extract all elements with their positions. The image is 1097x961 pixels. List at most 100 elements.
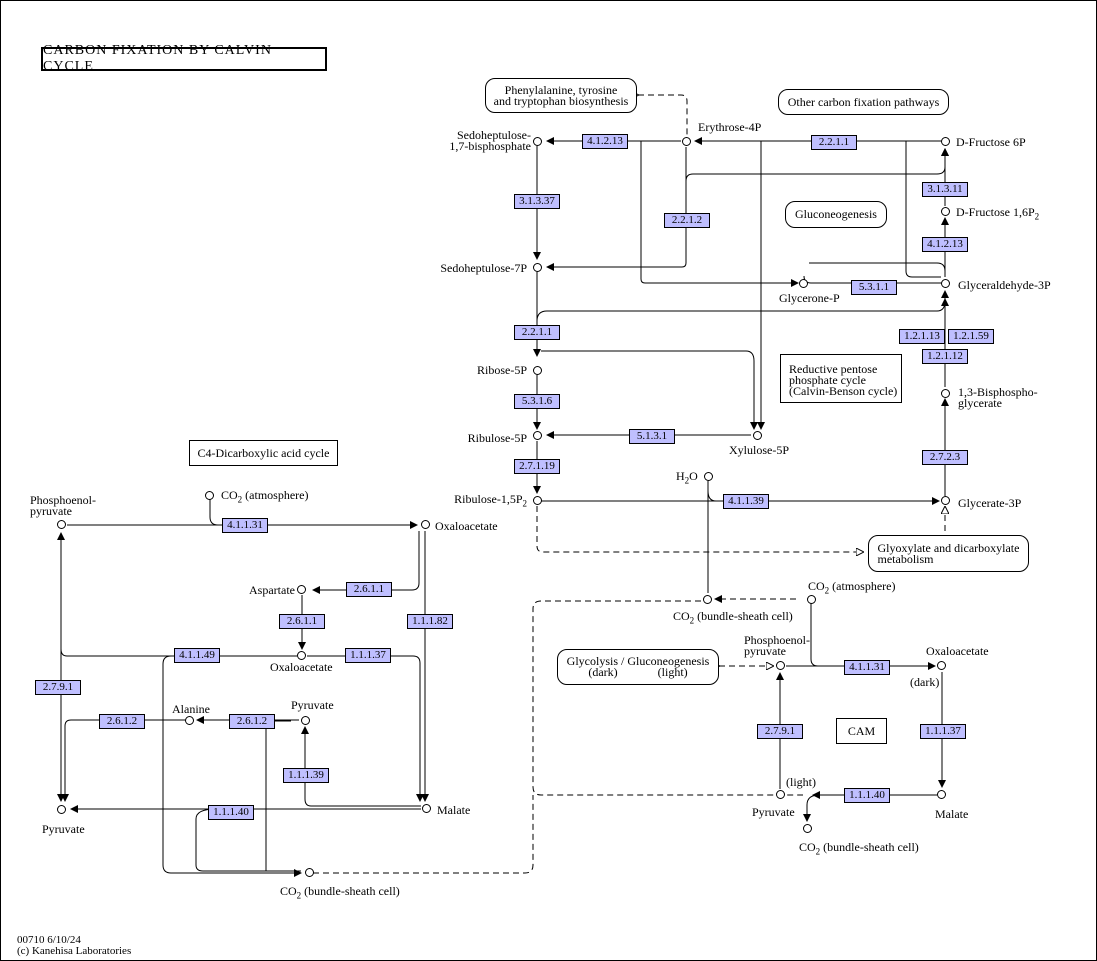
pathway-gluconeogenesis[interactable]: Gluconeogenesis	[785, 201, 887, 228]
label-sedoheptulose-7p: Sedoheptulose-7P	[440, 261, 527, 275]
label-pep-left-line1: Phosphoenol-	[30, 493, 96, 507]
enzyme-1.1.1.40[interactable]: 1.1.1.40	[208, 805, 254, 820]
label-malate-left: Malate	[437, 803, 471, 817]
label-co2-bundle-mid: CO2 (bundle-sheath cell)	[673, 609, 793, 626]
compound-aspartate[interactable]	[297, 585, 306, 594]
compound-oxaloacetate-left[interactable]	[421, 520, 430, 529]
enzyme-4.1.1.31-b[interactable]: 4.1.1.31	[844, 660, 890, 675]
label-pyruvate-left: Pyruvate	[42, 822, 85, 836]
compound-ribulose-15p2[interactable]	[533, 496, 542, 505]
pathway-glyoxylate-line2: metabolism	[877, 551, 934, 566]
enzyme-3.1.3.11[interactable]: 3.1.3.11	[922, 182, 968, 197]
enzyme-1.1.1.82[interactable]: 1.1.1.82	[407, 614, 453, 629]
label-pep-right-line2: pyruvate	[744, 644, 786, 658]
compound-co2-atm-left[interactable]	[205, 491, 214, 500]
enzyme-2.2.1.2[interactable]: 2.2.1.2	[664, 213, 710, 228]
enzyme-1.2.1.13[interactable]: 1.2.1.13	[899, 329, 945, 344]
compound-glyceraldehyde-3p[interactable]	[941, 279, 950, 288]
compound-ribulose-5p[interactable]	[533, 431, 542, 440]
enzyme-4.1.1.31[interactable]: 4.1.1.31	[222, 518, 268, 533]
enzyme-2.7.9.1-b[interactable]: 2.7.9.1	[757, 724, 803, 739]
compound-glycerone-p[interactable]	[799, 279, 808, 288]
enzyme-4.1.2.13-b[interactable]: 4.1.2.13	[922, 237, 968, 252]
enzyme-4.1.2.13[interactable]: 4.1.2.13	[582, 134, 628, 149]
pathway-reductive-line1: Reductive pentose	[789, 362, 878, 376]
compound-erythrose-4p[interactable]	[682, 137, 691, 146]
label-pep-left: Phosphoenol- pyruvate	[30, 493, 96, 517]
enzyme-4.1.1.39[interactable]: 4.1.1.39	[723, 494, 769, 509]
label-fructose-6p: D-Fructose 6P	[956, 135, 1026, 149]
compound-pyruvate-right[interactable]	[776, 790, 785, 799]
compound-pep-left[interactable]	[57, 520, 66, 529]
label-dark: (dark)	[910, 675, 940, 689]
compound-alanine[interactable]	[185, 716, 194, 725]
enzyme-2.7.9.1[interactable]: 2.7.9.1	[35, 680, 81, 695]
footer: 00710 6/10/24 (c) Kanehisa Laboratories	[17, 935, 131, 957]
compound-malate-left[interactable]	[422, 804, 431, 813]
compound-oxaloacetate-mid[interactable]	[297, 651, 306, 660]
enzyme-2.7.1.19[interactable]: 2.7.1.19	[514, 459, 560, 474]
footer-line1: 00710 6/10/24	[17, 934, 81, 946]
enzyme-2.6.1.2-b[interactable]: 2.6.1.2	[229, 714, 275, 729]
enzyme-2.6.1.1[interactable]: 2.6.1.1	[346, 582, 392, 597]
compound-malate-right[interactable]	[937, 790, 946, 799]
enzyme-2.6.1.2[interactable]: 2.6.1.2	[99, 714, 145, 729]
label-h2o-sub: 2	[684, 475, 690, 486]
compound-fructose-16p2[interactable]	[941, 207, 950, 216]
pathway-reductive-pentose[interactable]: Reductive pentose phosphate cycle (Calvi…	[780, 354, 902, 403]
enzyme-2.2.1.1[interactable]: 2.2.1.1	[811, 135, 857, 150]
map-title: CARBON FIXATION BY CALVIN CYCLE	[41, 43, 327, 74]
label-malate-right: Malate	[935, 807, 969, 821]
compound-co2-bundle-right[interactable]	[803, 824, 812, 833]
compound-co2-bundle-mid[interactable]	[703, 595, 712, 604]
label-pyruvate-right: Pyruvate	[752, 805, 795, 819]
enzyme-5.1.3.1[interactable]: 5.1.3.1	[629, 429, 675, 444]
label-co2-bundle-left-sub: 2	[296, 890, 302, 901]
compound-pyruvate-left[interactable]	[57, 805, 66, 814]
compound-co2-atm-right[interactable]	[807, 595, 816, 604]
label-xylulose-5p: Xylulose-5P	[729, 443, 789, 457]
label-ribulose-sub: 2	[522, 498, 528, 509]
compound-co2-bundle-left[interactable]	[305, 868, 314, 877]
compound-pyruvate-mid[interactable]	[301, 716, 310, 725]
enzyme-3.1.3.37[interactable]: 3.1.3.37	[514, 194, 560, 209]
compound-sedoheptulose-bp[interactable]	[533, 137, 542, 146]
enzyme-2.6.1.1-b[interactable]: 2.6.1.1	[279, 614, 325, 629]
label-fructose-16p2: D-Fructose 1,6P2	[956, 206, 1040, 222]
compound-pep-right[interactable]	[776, 661, 785, 670]
enzyme-1.1.1.40-b[interactable]: 1.1.1.40	[844, 788, 890, 803]
enzyme-2.7.2.3[interactable]: 2.7.2.3	[922, 450, 968, 465]
label-ribose-5p: Ribose-5P	[476, 363, 527, 377]
enzyme-1.1.1.39[interactable]: 1.1.1.39	[283, 768, 329, 783]
compound-ribose-5p[interactable]	[533, 366, 542, 375]
compound-glycerate-3p[interactable]	[941, 496, 950, 505]
pathway-other-carbon-fixation[interactable]: Other carbon fixation pathways	[778, 89, 949, 115]
label-pyruvate-mid: Pyruvate	[291, 698, 334, 712]
compound-h2o[interactable]	[704, 472, 713, 481]
compound-bisphosphoglycerate[interactable]	[941, 389, 950, 398]
compound-sedoheptulose-7p[interactable]	[533, 263, 542, 272]
pathway-glycolysis-light: (light)	[657, 665, 688, 679]
label-fructose-16p2-sub: 2	[1034, 211, 1040, 222]
enzyme-1.1.1.37[interactable]: 1.1.1.37	[345, 648, 391, 663]
compound-oxaloacetate-right[interactable]	[937, 661, 946, 670]
enzyme-1.1.1.37-b[interactable]: 1.1.1.37	[920, 724, 966, 739]
enzyme-5.3.1.1[interactable]: 5.3.1.1	[851, 280, 897, 295]
pathway-glycolysis[interactable]: Glycolysis / Gluconeogenesis (dark)(ligh…	[557, 649, 719, 685]
enzyme-4.1.1.49[interactable]: 4.1.1.49	[174, 648, 220, 663]
label-h2o-h: H	[676, 469, 685, 483]
pathway-c4-dicarboxylic[interactable]: C4-Dicarboxylic acid cycle	[189, 440, 338, 466]
pathway-cam[interactable]: CAM	[836, 718, 887, 744]
label-co2-bundle-mid-sub: 2	[689, 615, 695, 626]
enzyme-2.2.1.1-b[interactable]: 2.2.1.1	[514, 325, 560, 340]
compound-fructose-6p[interactable]	[941, 137, 950, 146]
compound-xylulose-5p[interactable]	[753, 431, 762, 440]
enzyme-1.2.1.59[interactable]: 1.2.1.59	[948, 329, 994, 344]
pathway-phe-tyr-trp-line1: Phenylalanine, tyrosine	[504, 82, 618, 97]
enzyme-5.3.1.6[interactable]: 5.3.1.6	[514, 394, 560, 409]
label-co2-atm-right: CO2 (atmosphere)	[808, 579, 896, 596]
enzyme-1.2.1.12[interactable]: 1.2.1.12	[922, 349, 968, 364]
label-ribulose-15p2: Ribulose-1,5P2	[421, 493, 528, 509]
